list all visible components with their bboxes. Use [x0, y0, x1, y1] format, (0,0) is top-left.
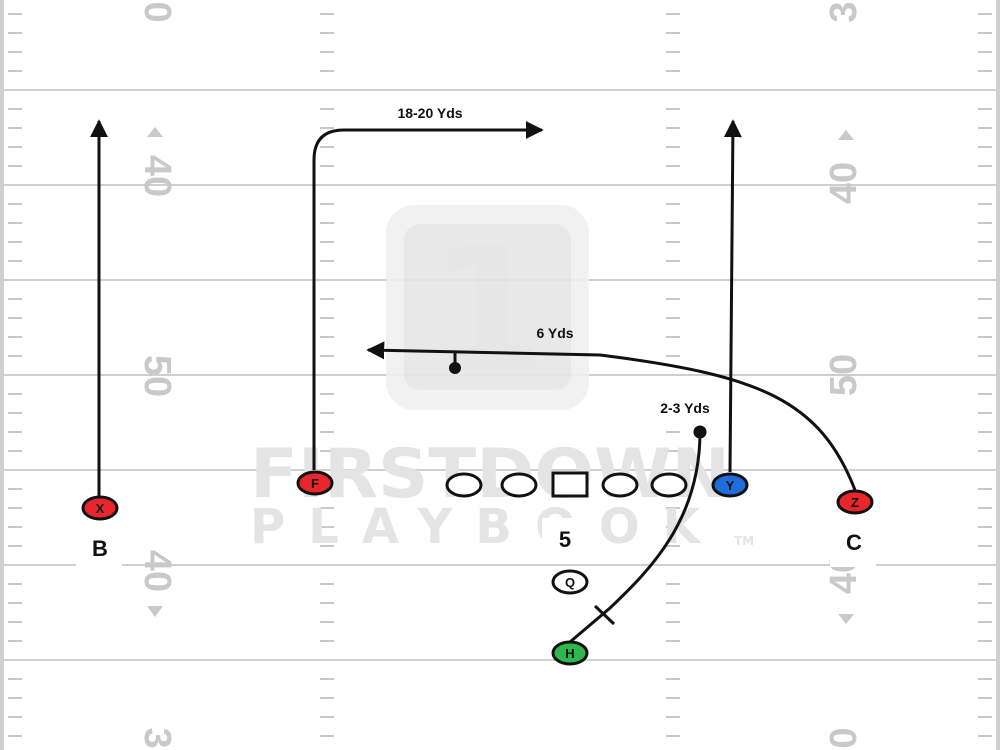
route-z-dig — [366, 341, 857, 491]
assignment-bg-x — [76, 523, 122, 573]
player-f-marker — [296, 470, 334, 496]
yard-number-left-upper: 40 — [136, 155, 178, 197]
yard-number-right-bottom: 0 — [823, 727, 865, 748]
yard-number-right-middle: 50 — [823, 354, 865, 396]
player-z-label: Z — [851, 495, 859, 510]
yard-number-right-top: 3 — [823, 1, 865, 22]
route-label-bg-f — [377, 95, 482, 127]
player-x-marker — [81, 495, 119, 521]
yard-arrow-left-upper — [147, 127, 163, 137]
route-y-go — [723, 119, 742, 473]
player-x[interactable]: X — [81, 495, 119, 521]
yard-number-left-middle: 50 — [136, 355, 178, 397]
route-label-f: 18-20 Yds — [397, 105, 462, 121]
yard-number-left-bottom: 3 — [136, 727, 178, 748]
watermark-logo-numeral: 1 — [429, 211, 547, 409]
right-guard — [601, 472, 639, 498]
yard-arrow-right-upper — [838, 130, 854, 140]
assignment-bg-center — [542, 518, 588, 562]
watermark-logo-inner — [404, 224, 571, 390]
center — [551, 471, 589, 498]
assignment-center: 5 — [559, 527, 571, 552]
player-x-label: X — [96, 501, 105, 516]
yard-arrow-left-lower — [147, 606, 163, 617]
route-label-bg-h — [640, 390, 728, 423]
route-h-block-release — [569, 431, 702, 644]
hash-marks — [8, 13, 992, 737]
watermark-line1: FIRSTDOWN — [250, 435, 730, 514]
watermark-tm: TM — [734, 534, 754, 548]
player-f[interactable]: F — [296, 470, 334, 496]
route-z-motion-dot — [449, 362, 461, 374]
yard-number-right-upper: 40 — [823, 162, 865, 204]
right-tackle — [650, 472, 688, 498]
player-q-label: Q — [565, 575, 575, 590]
player-q[interactable]: Q — [551, 569, 589, 595]
route-h-block-tee — [593, 604, 616, 626]
route-label-h: 2-3 Yds — [660, 400, 710, 416]
player-z[interactable]: Z — [836, 489, 874, 515]
player-f-label: F — [311, 476, 319, 491]
player-y-label: Y — [726, 478, 735, 493]
watermark-logo: 1 — [386, 205, 589, 410]
watermark-line2: PLAYBOOK — [250, 499, 730, 555]
route-f-corner — [312, 121, 544, 470]
routes — [90, 119, 857, 644]
yard-numbers-left: 0 40 50 40 3 — [136, 1, 178, 748]
offensive-line — [445, 471, 688, 498]
player-h-label: H — [565, 646, 574, 661]
route-h-end-dot — [693, 425, 707, 439]
player-h-marker — [551, 640, 589, 666]
assignment-z: C — [846, 530, 862, 555]
player-y[interactable]: Y — [711, 472, 749, 498]
yard-arrow-right-lower — [838, 614, 854, 624]
left-guard — [500, 472, 538, 498]
player-q-marker — [551, 569, 589, 595]
left-tackle — [445, 472, 483, 498]
yard-number-left-top: 0 — [136, 1, 178, 22]
route-label-z: 6 Yds — [536, 325, 573, 341]
assignment-bg-z — [830, 517, 876, 567]
player-y-marker — [711, 472, 749, 498]
player-h[interactable]: H — [551, 640, 589, 666]
assignment-x: B — [92, 536, 108, 561]
player-z-marker — [836, 489, 874, 515]
yard-number-left-lower: 40 — [136, 550, 178, 592]
